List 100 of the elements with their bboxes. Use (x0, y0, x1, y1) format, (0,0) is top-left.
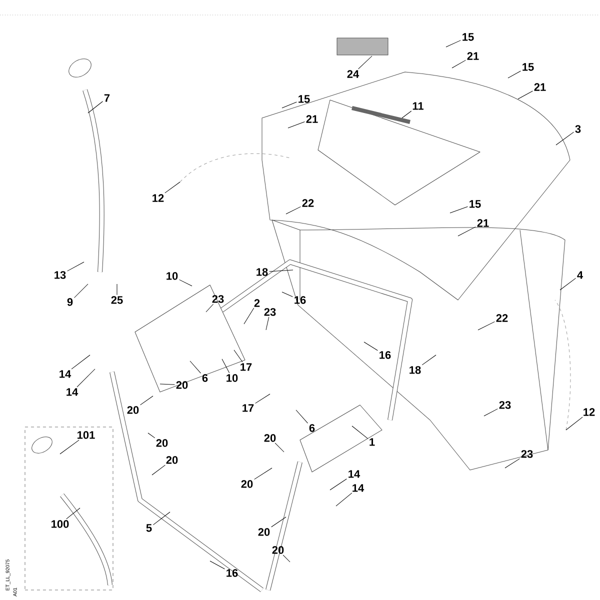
callout-number: 5 (146, 524, 152, 532)
callout-number: 23 (499, 401, 511, 409)
callout-number: 16 (226, 569, 238, 577)
leader-line (296, 410, 308, 424)
callout-number: 20 (176, 381, 188, 389)
leader-line (450, 206, 468, 214)
callout-number: 14 (60, 370, 72, 378)
leader-line (140, 396, 154, 406)
callout-number: 2 (254, 299, 260, 307)
leader-line (190, 360, 201, 374)
leader-line (560, 278, 576, 290)
leader-line (71, 354, 90, 370)
leader-line (234, 350, 243, 362)
leader-line (148, 432, 156, 438)
leader-line (282, 554, 290, 562)
callout-number: 6 (309, 424, 315, 432)
leader-line (153, 512, 170, 526)
leader-line (60, 440, 80, 454)
callout-number: 21 (306, 115, 318, 123)
callout-number: 10 (226, 374, 238, 382)
callout-number: 25 (111, 296, 123, 304)
leader-line (152, 464, 166, 476)
callout-number: 11 (412, 102, 424, 110)
leader-line (358, 56, 372, 70)
leader-line (274, 442, 284, 452)
callout-number: 22 (496, 314, 508, 322)
leader-line (556, 132, 574, 146)
callout-number: 20 (156, 439, 168, 447)
callout-number: 12 (152, 194, 164, 202)
callout-number: 23 (212, 295, 224, 303)
leader-line (282, 102, 297, 108)
callout-number: 16 (294, 296, 306, 304)
callout-number: 21 (477, 219, 489, 227)
leader-line (364, 342, 378, 351)
leader-line (508, 70, 521, 78)
leader-line (282, 292, 293, 297)
leader-line (458, 226, 476, 236)
leader-line (266, 316, 270, 330)
callout-number: 14 (348, 470, 360, 478)
callout-number: 23 (521, 450, 533, 458)
callout-number: 18 (410, 366, 421, 374)
callout-number: 6 (202, 374, 208, 382)
leader-line (446, 40, 461, 48)
callout-number: 20 (272, 546, 284, 554)
callout-number: 9 (67, 298, 73, 306)
callout-number: 20 (258, 528, 270, 536)
callout-number: 24 (347, 70, 360, 78)
callout-number: 22 (302, 199, 314, 207)
callout-number: 15 (470, 200, 481, 208)
callout-number: 4 (577, 271, 583, 279)
callout-number: 7 (104, 94, 110, 102)
leader-line (222, 358, 230, 374)
leader-line (271, 516, 286, 528)
leader-line (452, 60, 466, 68)
callout-number: 20 (166, 456, 178, 464)
leader-line (336, 492, 352, 506)
callout-number: 15 (522, 63, 534, 71)
leader-line (484, 408, 498, 416)
leader-line (422, 354, 436, 366)
leader-line (518, 90, 533, 100)
leader-line (74, 284, 88, 298)
leader-line (244, 308, 254, 324)
callout-number: 3 (575, 125, 581, 133)
callout-number: 10 (166, 272, 178, 280)
callout-number: 101 (78, 431, 95, 439)
callout-number: 14 (352, 484, 364, 492)
leader-line (76, 368, 96, 388)
callout-number: 17 (242, 404, 254, 412)
leader-line (179, 279, 192, 286)
leader-line (66, 508, 80, 520)
callout-number: 100 (52, 520, 69, 528)
callout-number: 14 (66, 388, 78, 396)
callout-number: 20 (241, 480, 253, 488)
callout-number: 18 (256, 268, 268, 276)
callout-number: 16 (380, 351, 391, 359)
dashed-frame (24, 426, 114, 590)
callout-number: 23 (264, 308, 276, 316)
leader-line (288, 122, 305, 128)
leader-line (402, 110, 412, 118)
callout-number: 20 (127, 406, 139, 414)
callout-number: 20 (264, 434, 276, 442)
callout-number: 17 (240, 363, 252, 371)
callout-number: 21 (467, 52, 479, 60)
leader-line (67, 262, 84, 272)
leader-line (206, 304, 214, 312)
leader-line (566, 416, 583, 430)
leader-line (478, 321, 495, 330)
leader-line (330, 478, 347, 490)
callout-number: 1 (370, 438, 375, 446)
callout-number: 13 (54, 271, 66, 279)
leader-line (254, 468, 272, 480)
callout-number: 15 (462, 33, 474, 41)
leader-line (88, 101, 103, 114)
callout-number: 12 (584, 408, 595, 416)
leader-line (255, 394, 270, 404)
leader-line (210, 560, 225, 570)
callout-number: 15 (298, 95, 310, 103)
leader-line (352, 426, 368, 439)
leader-line (269, 270, 294, 272)
leader-line (116, 284, 118, 296)
